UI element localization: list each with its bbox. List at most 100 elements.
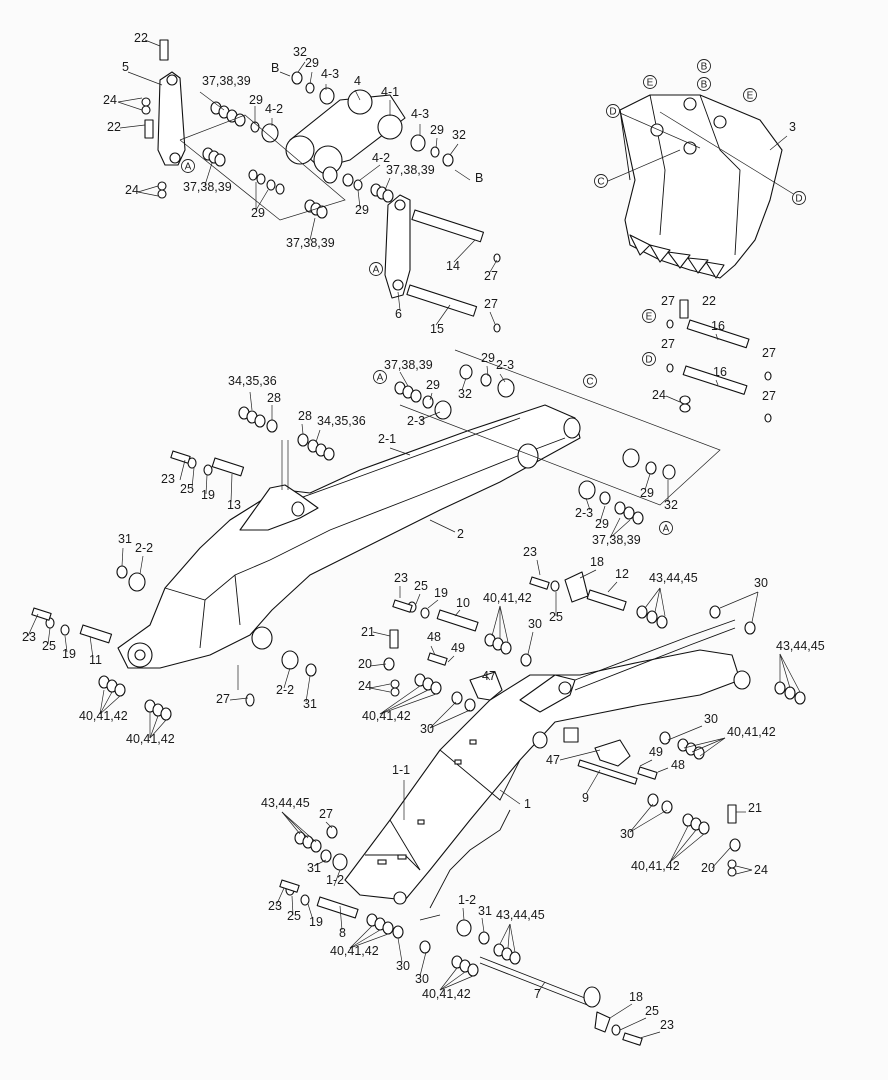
part-callout: 21 — [748, 801, 762, 815]
circled-marker-letter: C — [597, 177, 604, 188]
part-callout: 40,41,42 — [483, 591, 532, 605]
part-callout: 18 — [590, 555, 604, 569]
link-assembly — [157, 71, 750, 395]
part-callout: 29 — [640, 486, 654, 500]
part-callout: 29 — [481, 351, 495, 365]
part-callout: 25 — [180, 482, 194, 496]
part-callout: 1-2 — [326, 873, 344, 887]
part-callout: B — [475, 171, 483, 185]
part-callout: 23 — [22, 630, 36, 644]
part-callout: 49 — [451, 641, 465, 655]
part-callout: 29 — [355, 203, 369, 217]
part-callout: 23 — [660, 1018, 674, 1032]
circled-marker: D — [642, 352, 656, 366]
part-callout: 22 — [702, 294, 716, 308]
boom-assembly — [117, 404, 581, 690]
circled-marker-letter: D — [609, 107, 616, 118]
part-callout: 11 — [89, 653, 102, 667]
part-callout: 32 — [664, 498, 678, 512]
circled-marker-letter: D — [795, 194, 802, 205]
part-callout: 40,41,42 — [126, 732, 175, 746]
part-callout: 32 — [458, 387, 472, 401]
part-callout: 31 — [307, 861, 321, 875]
circled-marker: A — [373, 370, 387, 384]
part-callout: 19 — [434, 586, 448, 600]
part-callout: 27 — [762, 346, 776, 360]
reference-outlines — [179, 114, 721, 506]
part-callout: 4-3 — [411, 107, 429, 121]
part-callout: 29 — [251, 206, 265, 220]
part-callout: 37,38,39 — [286, 236, 335, 250]
part-callout: 4-2 — [265, 102, 283, 116]
part-callout: 20 — [358, 657, 372, 671]
circled-marker-letter: A — [663, 524, 670, 535]
part-callout: B — [271, 61, 279, 75]
part-callout: 34,35,36 — [317, 414, 366, 428]
part-callout: 40,41,42 — [79, 709, 128, 723]
part-callout: 28 — [267, 391, 281, 405]
part-callout: 31 — [303, 697, 317, 711]
part-callout: 37,38,39 — [202, 74, 251, 88]
part-callout: 15 — [430, 322, 444, 336]
part-callout: 29 — [249, 93, 263, 107]
part-callout: 22 — [134, 31, 148, 45]
part-callout: 5 — [122, 60, 129, 74]
leader-lines — [27, 39, 801, 1039]
part-callout: 30 — [396, 959, 410, 973]
part-callout: 40,41,42 — [631, 859, 680, 873]
part-callout: 31 — [118, 532, 132, 546]
part-callout: 34,35,36 — [228, 374, 277, 388]
part-callout: 30 — [754, 576, 768, 590]
part-callout: 30 — [704, 712, 718, 726]
part-callout: 2-2 — [276, 683, 294, 697]
part-callout: 40,41,42 — [727, 725, 776, 739]
circled-marker-letter: A — [185, 162, 192, 173]
part-callout: 4-1 — [381, 85, 399, 99]
part-callout: 40,41,42 — [422, 987, 471, 1001]
circled-marker-letter: A — [373, 265, 380, 276]
part-callout: 24 — [652, 388, 666, 402]
part-callout: 6 — [395, 307, 402, 321]
part-callout: 4-3 — [321, 67, 339, 81]
part-callout: 47 — [482, 669, 496, 683]
circled-marker: B — [697, 59, 711, 73]
part-callout: 37,38,39 — [183, 180, 232, 194]
part-callout: 2 — [457, 527, 464, 541]
part-callout: 13 — [227, 498, 241, 512]
part-callout: 27 — [661, 294, 675, 308]
part-callout: 25 — [645, 1004, 659, 1018]
part-callout: 30 — [528, 617, 542, 631]
part-callout: 27 — [216, 692, 230, 706]
part-callout: 48 — [671, 758, 685, 772]
circled-marker: A — [369, 262, 383, 276]
part-callout: 3 — [789, 120, 796, 134]
circled-marker-letter: E — [747, 91, 754, 102]
circled-marker: B — [697, 77, 711, 91]
part-callout: 27 — [319, 807, 333, 821]
part-callout: 25 — [287, 909, 301, 923]
part-callout: 29 — [595, 517, 609, 531]
part-callout: 27 — [762, 389, 776, 403]
part-callout: 16 — [713, 365, 727, 379]
circled-marker-letter: C — [586, 377, 593, 388]
part-callout: 14 — [446, 259, 460, 273]
part-callout: 19 — [309, 915, 323, 929]
link-6 — [384, 194, 411, 299]
part-callout: 24 — [754, 863, 768, 877]
part-callout: 37,38,39 — [384, 358, 433, 372]
part-callout: 24 — [103, 93, 117, 107]
circled-marker: D — [606, 104, 620, 118]
part-callout: 10 — [456, 596, 470, 610]
pins — [79, 457, 638, 1008]
part-callout: 40,41,42 — [362, 709, 411, 723]
part-callout: 25 — [414, 579, 428, 593]
circled-marker-letter: E — [647, 78, 654, 89]
part-callout: 23 — [161, 472, 175, 486]
circled-marker-letter: B — [701, 62, 708, 73]
part-callout: 29 — [430, 123, 444, 137]
circled-marker-letter: E — [646, 312, 653, 323]
bolts — [31, 39, 737, 1046]
part-callout: 30 — [420, 722, 434, 736]
